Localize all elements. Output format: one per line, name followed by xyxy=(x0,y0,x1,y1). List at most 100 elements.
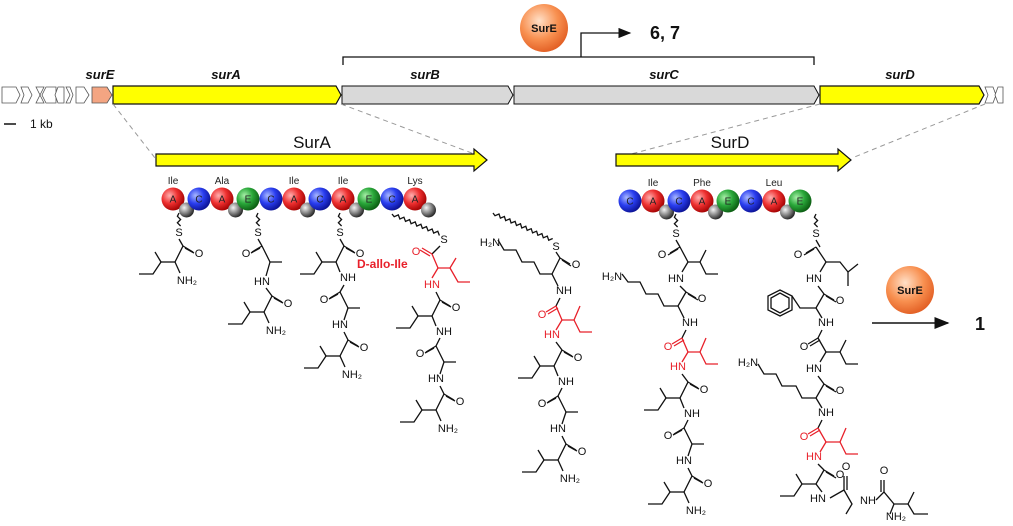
amine-label: NH₂ xyxy=(177,275,197,287)
residue-label: Ala xyxy=(215,176,230,187)
bond xyxy=(843,489,853,515)
gene-surC xyxy=(513,85,820,105)
domain-e-sphere xyxy=(716,189,740,213)
bond xyxy=(435,409,442,422)
projection-line xyxy=(615,103,821,159)
bond xyxy=(431,245,441,255)
atom-label: O xyxy=(195,248,204,260)
bond xyxy=(815,483,823,493)
atom-label: O xyxy=(412,246,421,258)
bond xyxy=(809,339,821,347)
bond xyxy=(621,273,687,307)
orf-shape xyxy=(75,86,90,104)
bond xyxy=(557,387,563,397)
bond xyxy=(257,238,263,247)
bond xyxy=(817,337,847,353)
bond xyxy=(683,491,690,504)
bond xyxy=(679,246,707,263)
products-6-7: 6, 7 xyxy=(650,23,680,43)
amide-nh-label: NH xyxy=(818,317,834,329)
bond xyxy=(815,239,821,248)
product-1: 1 xyxy=(975,314,985,334)
bond xyxy=(693,477,704,484)
phosphopantetheine-linker xyxy=(391,213,441,236)
domain-e-sphere xyxy=(236,187,260,211)
bond xyxy=(557,443,567,461)
bond xyxy=(677,305,685,319)
amine-label: NH₂ xyxy=(438,423,458,435)
bond xyxy=(807,427,819,435)
bond xyxy=(683,475,693,493)
amide-nh-label: HN xyxy=(670,361,686,373)
protein-label-surA: SurA xyxy=(293,133,331,152)
domain-letter: A xyxy=(291,195,298,206)
orf-shape xyxy=(20,86,33,104)
bond xyxy=(250,247,261,254)
bond xyxy=(889,503,895,515)
bond xyxy=(803,248,815,256)
bond xyxy=(839,351,858,365)
bond xyxy=(907,503,928,515)
projection-lines xyxy=(112,103,986,159)
bond xyxy=(339,291,360,309)
sure-enzyme-circle-final xyxy=(886,266,934,314)
atom-label: O xyxy=(698,293,707,305)
atom-label: O xyxy=(574,352,583,364)
amide-nh-label: HN xyxy=(428,373,444,385)
bond xyxy=(573,319,592,333)
atom-label: O xyxy=(572,259,581,271)
domain-a-sphere xyxy=(762,189,786,213)
amide-nh-label: HN xyxy=(806,273,822,285)
bond xyxy=(178,238,184,247)
gene-label-surA: surA xyxy=(211,67,241,82)
bond xyxy=(819,261,827,273)
phosphopantetheine-linker xyxy=(492,212,553,242)
bond xyxy=(683,427,704,445)
bracket-surB-surC xyxy=(342,56,815,65)
bond xyxy=(825,471,837,479)
bond xyxy=(435,337,441,347)
protein-arrow-surA xyxy=(155,147,488,173)
bond xyxy=(319,345,327,357)
atom-label: O xyxy=(284,298,293,310)
bond xyxy=(561,435,567,445)
bond xyxy=(791,293,825,309)
bond xyxy=(396,315,419,329)
atom-label: O xyxy=(800,431,809,443)
sulfur-label: S xyxy=(552,241,559,253)
domain-letter: E xyxy=(245,195,252,206)
bond xyxy=(671,337,683,345)
amine-label: NH₂ xyxy=(266,325,286,337)
atom-label: O xyxy=(836,295,845,307)
amide-nh-label: HN xyxy=(810,493,826,505)
domain-letter: C xyxy=(316,195,323,206)
bond xyxy=(687,443,693,457)
phenyl-ring-inner xyxy=(770,292,790,314)
domain-a-sphere xyxy=(331,187,355,211)
phosphopantetheine-linker xyxy=(176,212,182,227)
domain-a-sphere xyxy=(403,187,427,211)
bond xyxy=(449,267,470,283)
sulfur-label: S xyxy=(336,227,343,239)
amide-nh-label: HN xyxy=(332,319,348,331)
bond xyxy=(644,397,667,411)
amide-nh-label: NH xyxy=(556,285,572,297)
sure-enzyme-top: SurE xyxy=(520,4,568,52)
domain-letter: A xyxy=(170,195,177,206)
bond xyxy=(339,284,345,293)
bond xyxy=(825,385,837,393)
domain-letter: C xyxy=(267,195,274,206)
orf-shape xyxy=(984,86,997,104)
orf-shape xyxy=(1,86,21,104)
amide-nh-label: HN xyxy=(544,329,560,341)
phosphopantetheine-linker xyxy=(813,213,819,228)
domain-letter: C xyxy=(195,195,202,206)
domain-c-sphere xyxy=(667,189,691,213)
atom-label: O xyxy=(416,348,425,360)
bond xyxy=(545,305,557,313)
bond xyxy=(435,393,445,411)
bond xyxy=(815,397,823,409)
